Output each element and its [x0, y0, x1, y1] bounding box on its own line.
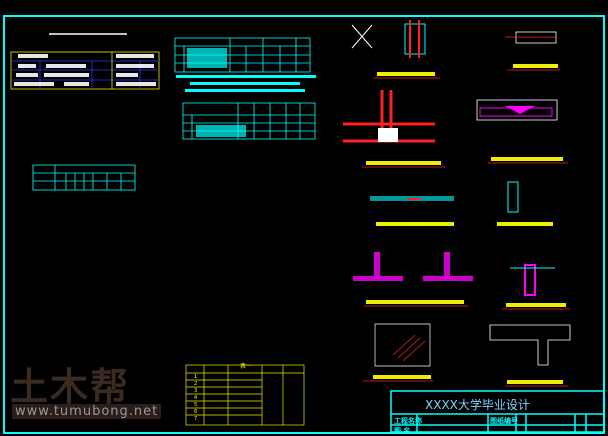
- table-row-number: 3: [194, 388, 198, 394]
- table-row-number: 2: [194, 381, 198, 387]
- drawing-frame: [3, 15, 605, 434]
- detail-2: [505, 31, 557, 44]
- drawing-name-label: 图 名: [394, 427, 411, 435]
- drawing-number-label: 图纸编号: [490, 417, 518, 425]
- table-row-number: 4: [194, 395, 198, 401]
- table-row-number: 5: [194, 402, 198, 408]
- detail-3: [343, 90, 435, 143]
- table-row-number: 7: [194, 416, 198, 422]
- anchorage-table: [32, 164, 136, 191]
- detail-9: [374, 323, 431, 367]
- table-one: [185, 364, 305, 426]
- detail-5: [370, 196, 454, 201]
- detail-7: [353, 252, 473, 281]
- detail-4: [476, 99, 558, 121]
- watermark-url: www.tumubong.net: [12, 404, 162, 419]
- table-row-number: 1: [194, 374, 198, 380]
- detail-6: [507, 181, 519, 213]
- detail-8: [510, 264, 555, 296]
- steel-grade-table: [174, 37, 311, 73]
- detail-1: [351, 20, 426, 58]
- project-name-label: 工程名称: [394, 417, 422, 425]
- figure-captions: [366, 64, 566, 384]
- drawing-title: XXXX大学毕业设计: [425, 398, 530, 412]
- detail-10: [489, 324, 571, 366]
- watermark-logo: 土木帮: [10, 365, 131, 409]
- title-block: [390, 390, 605, 433]
- general-notes-table: [10, 51, 160, 90]
- table-one-title: 表一: [240, 363, 253, 370]
- table-row-number: 6: [194, 409, 198, 415]
